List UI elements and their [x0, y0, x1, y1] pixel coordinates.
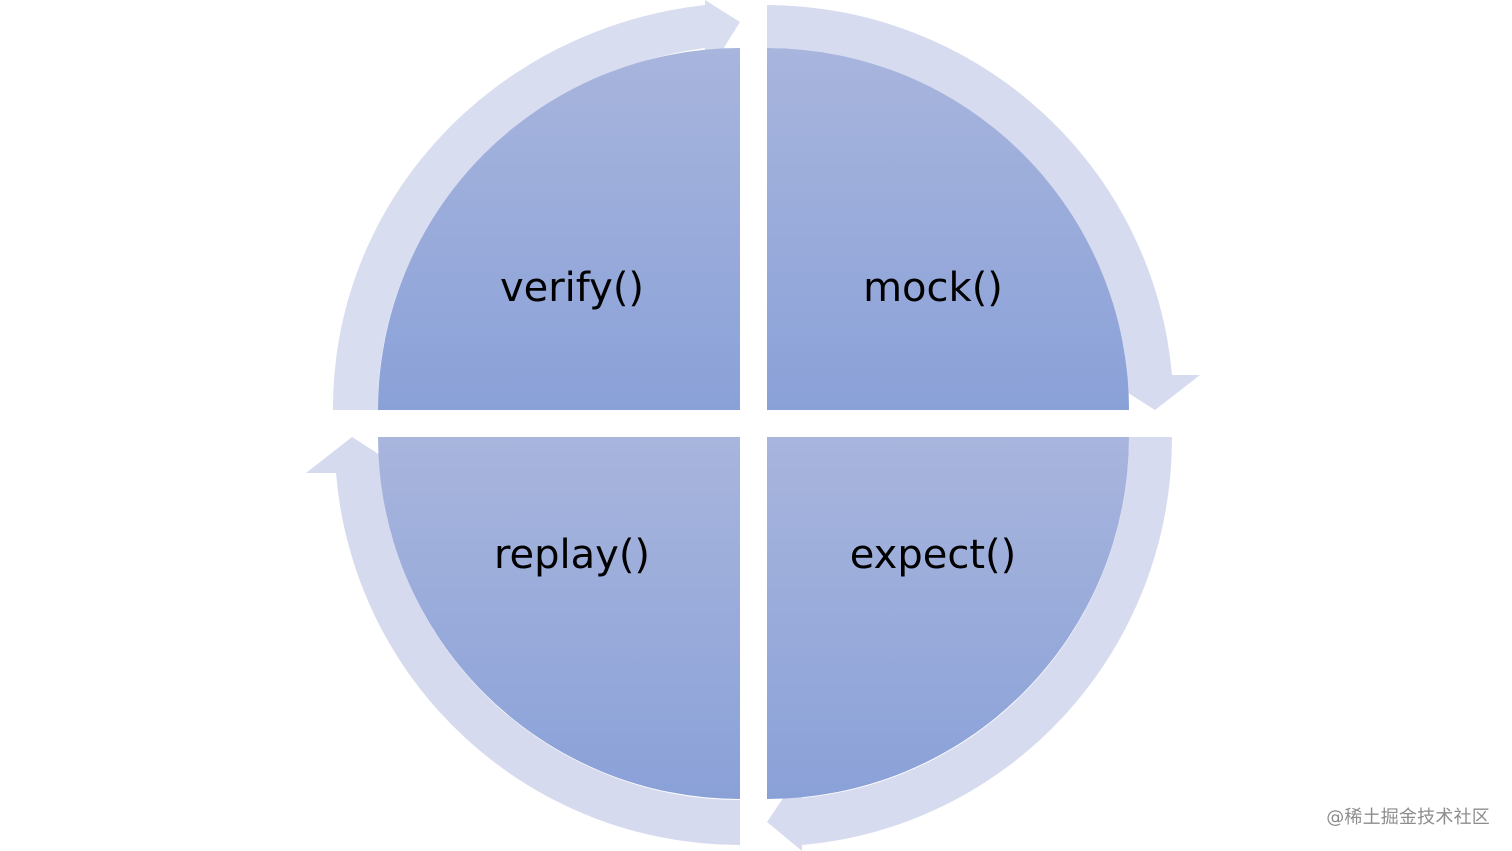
label-mock: mock(): [863, 265, 1003, 311]
ring-arrows: [306, 0, 1200, 851]
arrow-verify-to-mock: [332, 0, 740, 410]
arrow-replay-to-verify: [306, 437, 740, 846]
label-expect: expect(): [850, 532, 1016, 578]
arrow-mock-to-expect: [767, 5, 1200, 410]
quadrant-verify: [378, 48, 740, 410]
quadrant-mock: [767, 48, 1129, 410]
label-replay: replay(): [494, 532, 650, 578]
quadrant-expect: [767, 437, 1129, 799]
quadrants: [378, 48, 1129, 799]
arrow-expect-to-replay: [767, 437, 1173, 851]
quadrant-replay: [378, 437, 740, 799]
label-verify: verify(): [500, 265, 644, 311]
watermark: @稀土掘金技术社区: [1326, 807, 1490, 828]
